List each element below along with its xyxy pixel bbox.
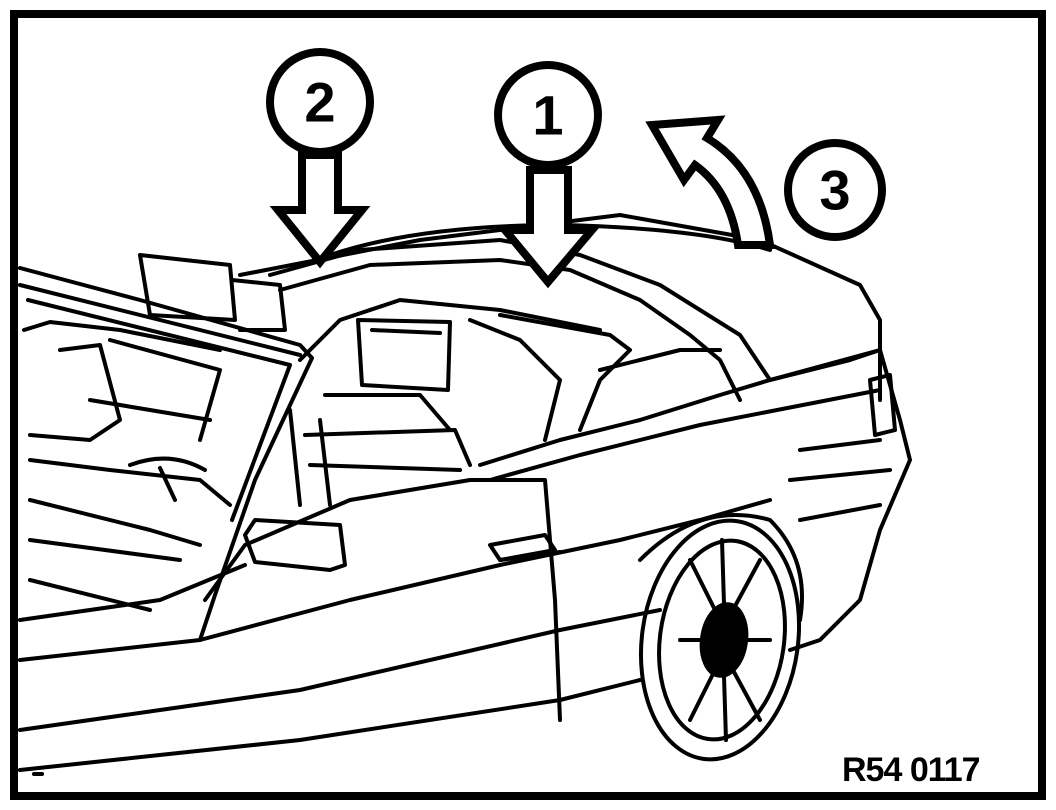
callout-2: 2	[266, 48, 374, 269]
callout-circle-3	[784, 139, 886, 241]
down-arrow-2	[269, 151, 371, 269]
side-mirror	[243, 518, 347, 572]
callout-1: 1	[494, 61, 602, 289]
door-outline	[203, 478, 562, 722]
rear-headrest-right	[356, 318, 452, 392]
callout-number-2: 2	[304, 71, 335, 134]
callout-number-3: 3	[819, 159, 850, 222]
figure-reference: R54 0117	[842, 751, 980, 789]
windshield-frame	[18, 266, 314, 642]
rear-wheel	[638, 518, 802, 762]
callout-circle-1	[494, 61, 602, 169]
callout-3: 3	[645, 115, 886, 249]
callout-number-1: 1	[532, 84, 563, 147]
rear-headrest-left	[138, 253, 237, 322]
down-arrow-1	[496, 166, 601, 289]
curved-up-arrow-3	[645, 115, 775, 249]
convertible-car-drawing	[18, 213, 912, 776]
